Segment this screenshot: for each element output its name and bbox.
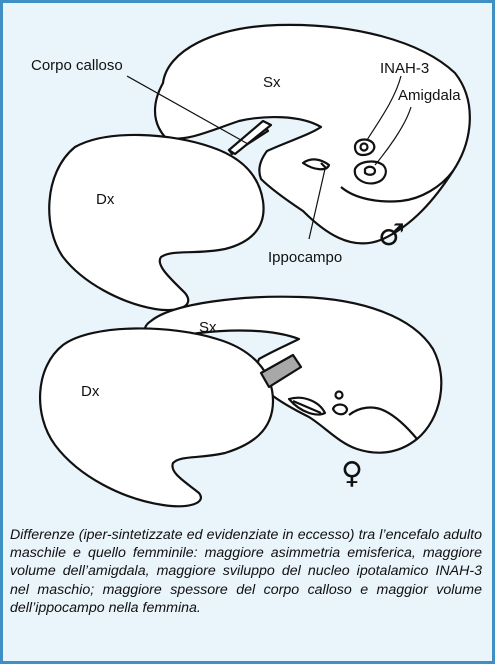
male-right-hemisphere xyxy=(49,135,263,310)
male-symbol: ♂ xyxy=(378,218,405,253)
brain-comparison-diagram: Corpo calloso Sx INAH-3 Amigdala Dx Ippo… xyxy=(3,3,492,521)
female-right-hemisphere xyxy=(40,328,273,506)
label-dx-bottom: Dx xyxy=(81,383,100,400)
male-amygdala-inner xyxy=(365,167,375,175)
female-inah3 xyxy=(336,392,343,399)
label-dx-top: Dx xyxy=(96,191,115,208)
figure-caption: Differenze (iper-sintetizzate ed evidenz… xyxy=(10,526,482,617)
label-sx-bottom: Sx xyxy=(199,319,217,336)
label-amigdala: Amigdala xyxy=(398,87,461,104)
female-symbol: ♀ xyxy=(341,456,363,491)
label-ippocampo: Ippocampo xyxy=(268,249,342,266)
male-inah3-inner xyxy=(361,144,368,151)
label-corpo-calloso: Corpo calloso xyxy=(31,57,123,74)
label-inah3: INAH-3 xyxy=(380,60,429,77)
female-amygdala xyxy=(333,405,347,415)
label-sx-top: Sx xyxy=(263,74,281,91)
